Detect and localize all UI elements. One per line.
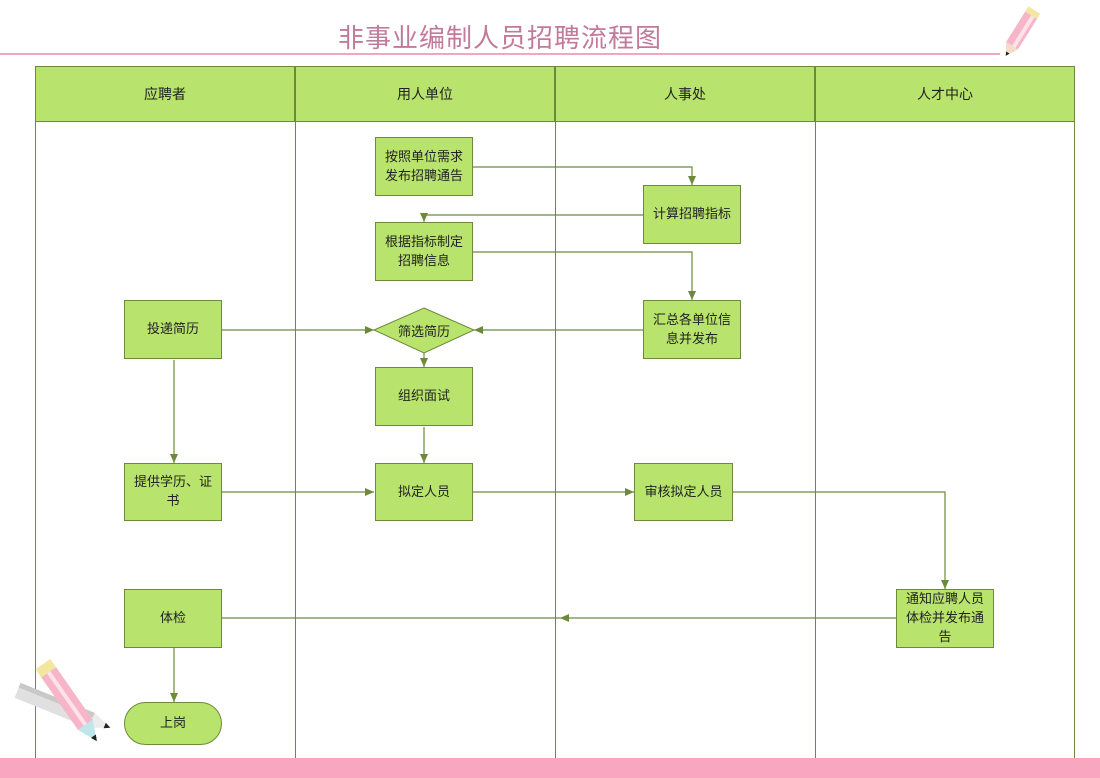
- node-onboard: 上岗: [124, 702, 222, 745]
- footer-band: [0, 758, 1100, 778]
- pencil-icon: [1005, 6, 1041, 56]
- node-review-staff: 审核拟定人员: [634, 463, 733, 521]
- node-propose-staff: 拟定人员: [375, 463, 473, 521]
- lane-header-employer: 用人单位: [295, 66, 555, 122]
- lane-divider: [815, 66, 816, 758]
- title-underline: [0, 53, 1000, 55]
- lane-divider: [295, 66, 296, 758]
- lane-header-hr: 人事处: [555, 66, 815, 122]
- node-summarize: 汇总各单位信息并发布: [643, 300, 741, 359]
- edge-quota-to-make-info: [420, 213, 643, 222]
- lane-header-applicant: 应聘者: [35, 66, 295, 122]
- node-screen-resume-shape: [372, 307, 476, 354]
- lane-divider: [555, 66, 556, 758]
- edge-review-to-notify: [733, 491, 949, 589]
- node-submit-resume: 投递简历: [124, 300, 222, 359]
- node-make-info: 根据指标制定招聘信息: [375, 222, 473, 281]
- node-publish-notice: 按照单位需求发布招聘通告: [375, 137, 473, 196]
- lane-header-talent-center: 人才中心: [815, 66, 1075, 122]
- node-organize-interview: 组织面试: [375, 367, 473, 426]
- node-physical-exam: 体检: [124, 589, 222, 648]
- edge-publish-to-quota: [473, 166, 696, 185]
- pencil-icon: [14, 658, 111, 742]
- edge-make-info-to-summarize: [473, 251, 696, 300]
- node-provide-docs: 提供学历、证书: [124, 463, 222, 521]
- page-title: 非事业编制人员招聘流程图: [337, 24, 662, 54]
- node-calc-quota: 计算招聘指标: [643, 185, 741, 244]
- node-notify-exam: 通知应聘人员体检并发布通告: [896, 589, 994, 648]
